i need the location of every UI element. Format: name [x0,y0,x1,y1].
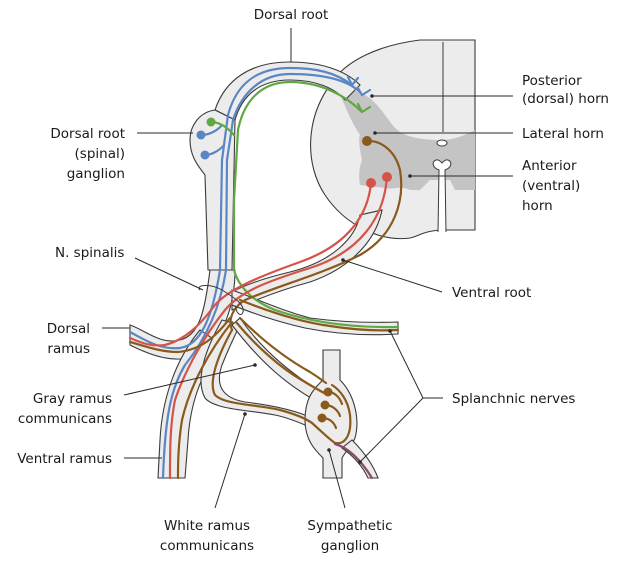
label-dorsal-ramus-2: ramus [47,341,90,357]
n-spinalis-ring [198,285,244,315]
motor-neuron-soma-2 [382,172,392,182]
posterior-horn-terminal-1 [346,75,360,87]
drg-green-soma [206,117,216,127]
label-ventral-ramus: Ventral ramus [17,451,112,467]
label-splanchnic-nerves: Splanchnic nerves [452,391,575,407]
drg-blue-soma-1 [196,130,206,140]
gray-ramus-fiber-2 [238,316,328,385]
motor-neuron-soma-1 [366,178,376,188]
leader-ventral-root [342,259,443,293]
sensory-visceral-fiber [232,80,400,329]
label-anterior-horn-1: Anterior [522,158,577,174]
leader-splanchnic-dot-1 [388,329,392,333]
sensory-somatic-fiber-1 [128,66,354,350]
label-dorsal-root: Dorsal root [254,7,329,23]
leader-white-ramus [214,413,246,509]
leader-symp-ganglion [328,449,346,509]
leader-lateral-horn-dot [373,131,377,135]
label-dorsal-ramus-1: Dorsal [47,321,90,337]
label-symp-ganglion-1: Sympathetic [307,518,392,534]
label-posterior-horn-2: (dorsal) horn [522,91,609,107]
ganglion-soma-2 [320,400,330,410]
posterior-horn-terminal-2 [356,86,372,97]
lateral-horn-soma [362,136,372,146]
ventral-ramus-brown [176,320,234,480]
label-lateral-horn: Lateral horn [522,126,604,142]
gray-ramus-sheath [231,317,323,403]
leader-gray-ramus [123,364,256,396]
leader-splanchnic-dot-2 [358,460,362,464]
sensory-somatic-fiber-2 [161,72,362,480]
label-gray-ramus-1: Gray ramus [33,391,112,407]
central-canal [436,139,448,147]
label-drg-2: (spinal) [75,146,125,162]
posterior-horn-terminal-3 [356,102,372,114]
leader-lines [102,28,513,509]
motor-somatic-fiber-2 [168,175,389,480]
label-ventral-root: Ventral root [452,285,531,301]
leader-n-spinalis [134,257,204,291]
leader-posterior-horn-dot [370,94,374,98]
label-n-spinalis: N. spinalis [55,245,124,261]
label-posterior-horn-1: Posterior [522,73,582,89]
leader-symp-ganglion-dot [327,448,331,452]
label-gray-ramus-2: communicans [18,411,112,427]
ganglion-soma-3 [317,413,327,423]
motor-visceral-to-splanchnic [238,298,400,332]
leader-ventral-root-dot [341,258,345,262]
splanchnic-lower-sheath [341,439,379,479]
label-anterior-horn-2: (ventral) [522,178,580,194]
anterior-median-fissure [432,159,452,233]
leader-splanchnic [359,330,443,463]
label-white-ramus-2: communicans [160,538,254,554]
white-ramus-fiber-1 [211,328,314,425]
motor-somatic-fiber-1 [128,181,373,347]
label-symp-ganglion-2: ganglion [321,538,379,554]
gray-ramus-fiber-1 [234,320,330,397]
label-drg-1: Dorsal root [50,126,125,142]
labels: Dorsal root Posterior (dorsal) horn Late… [17,7,609,554]
dorsal-ramus-brown [128,316,232,354]
ganglion-soma-1 [323,387,333,397]
ganglion-loop [310,383,352,445]
leader-white-ramus-dot [243,412,247,416]
label-white-ramus-1: White ramus [164,518,250,534]
splanchnic-lower-fiber [333,442,374,480]
label-anterior-horn-3: horn [522,198,553,214]
label-drg-3: ganglion [67,166,125,182]
leader-gray-ramus-dot [253,363,257,367]
drg-blue-soma-2 [200,150,210,160]
leader-anterior-horn-dot [408,174,412,178]
